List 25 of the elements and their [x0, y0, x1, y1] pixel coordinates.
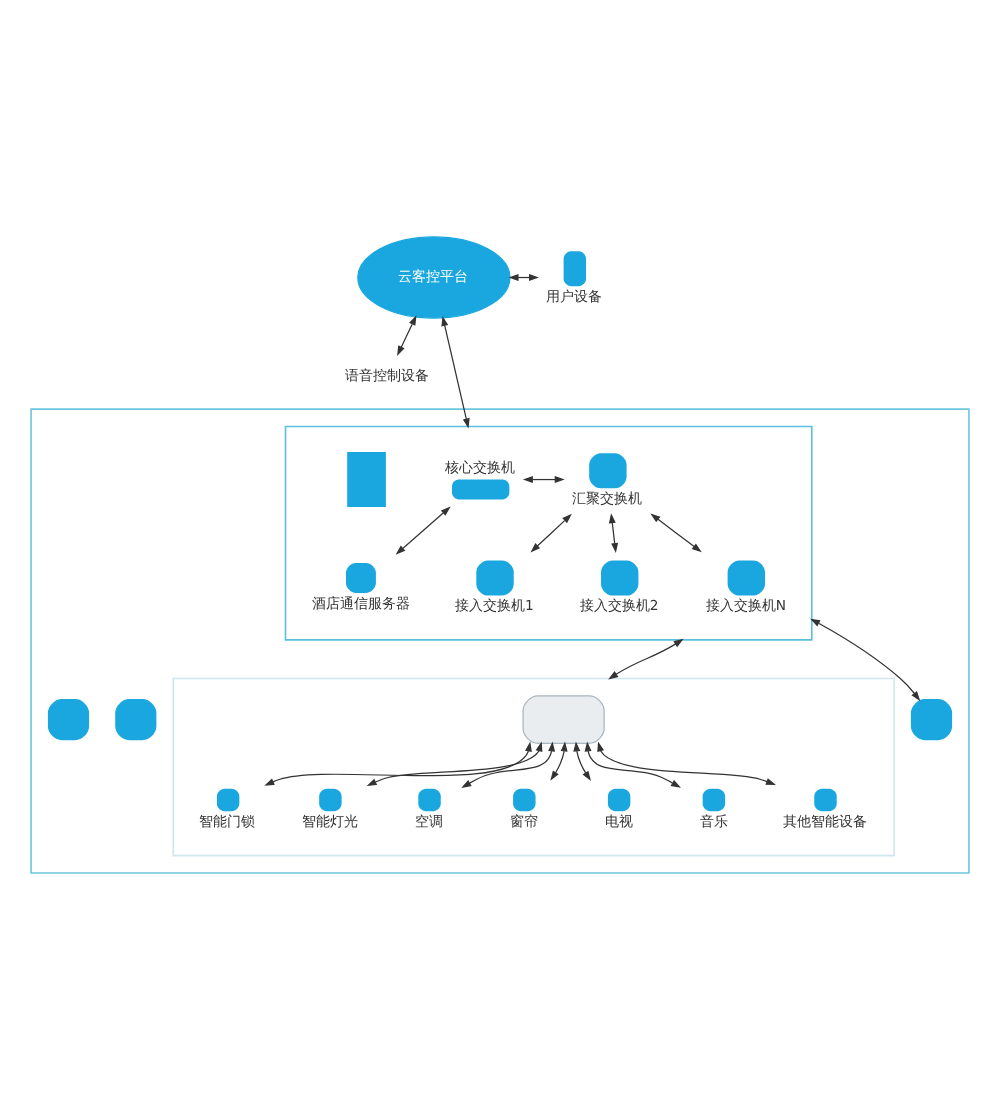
- arrow: [522, 475, 565, 483]
- node-box: [910, 698, 953, 740]
- arrow: [264, 740, 532, 785]
- arrow: [530, 512, 572, 552]
- node-box: [563, 250, 587, 286]
- arrow: [550, 740, 568, 780]
- arrow: [366, 740, 543, 785]
- node-box: [347, 451, 386, 506]
- arrow: [584, 740, 681, 787]
- arrow: [810, 617, 921, 701]
- node-box: [452, 478, 510, 499]
- arrow: [395, 505, 451, 554]
- arrow: [397, 314, 417, 355]
- node-box: [47, 698, 90, 740]
- arrow: [461, 740, 556, 787]
- cluster: [172, 676, 895, 856]
- arrow: [573, 740, 591, 780]
- arrow: [597, 740, 776, 784]
- cluster: [284, 424, 813, 640]
- arrow: [608, 637, 684, 679]
- arrow: [441, 315, 470, 428]
- cluster: [30, 407, 970, 873]
- arrow: [650, 512, 702, 552]
- node-box: [115, 698, 157, 740]
- arrow: [608, 512, 619, 553]
